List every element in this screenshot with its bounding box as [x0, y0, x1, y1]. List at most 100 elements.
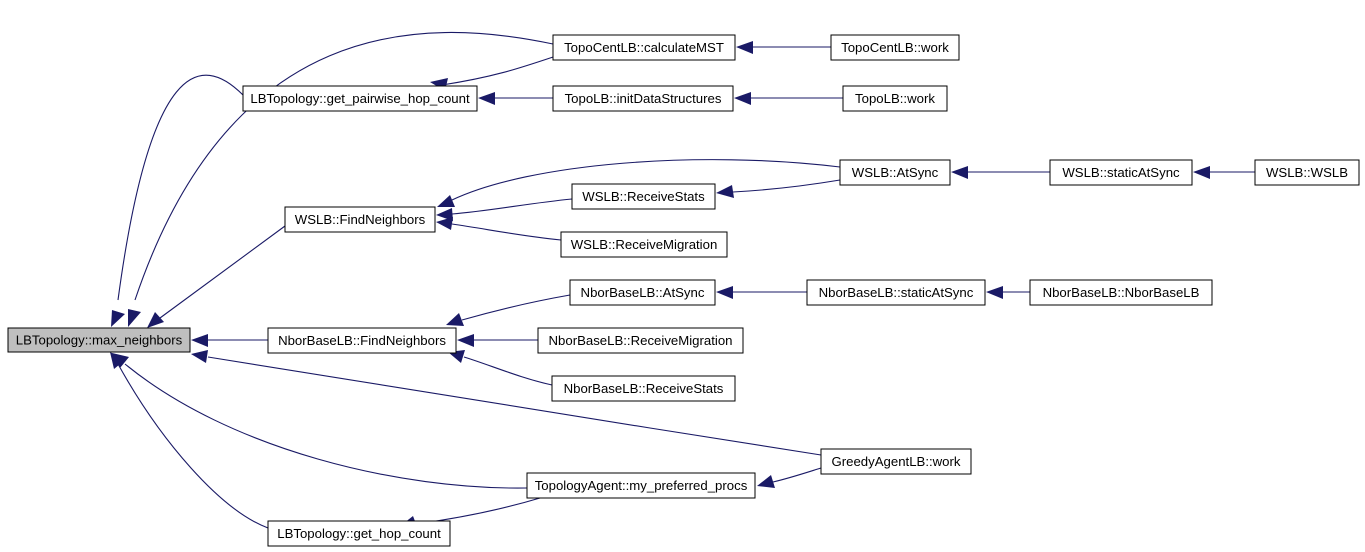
node-initDataStructures[interactable]: TopoLB::initDataStructures [552, 85, 734, 112]
arrowhead-icon [1193, 166, 1210, 179]
node-label: WSLB::ReceiveStats [582, 189, 705, 204]
arrowhead-icon [986, 286, 1003, 299]
node-label: TopoCentLB::work [841, 40, 949, 55]
node-box[interactable] [552, 34, 736, 61]
node-label: WSLB::ReceiveMigration [571, 237, 718, 252]
arrowhead-icon [128, 309, 141, 327]
edge-nbor_staticatsync-to-nbor_atsync [716, 286, 807, 299]
arrowhead-icon [147, 312, 164, 328]
node-box[interactable] [7, 327, 191, 353]
arrowhead-icon [716, 185, 734, 198]
edge-line [461, 294, 571, 321]
node-box[interactable] [1049, 159, 1193, 186]
edges-layer [110, 31, 1255, 529]
node-nbor_ctor[interactable]: NborBaseLB::NborBaseLB [1029, 279, 1213, 306]
node-box[interactable] [806, 279, 986, 306]
edge-wslb_recvstats-to-wslb_find [436, 198, 573, 221]
node-box[interactable] [267, 327, 457, 354]
arrowhead-icon [191, 334, 208, 347]
edge-line [451, 159, 841, 201]
edge-nbor_find-to-max_neighbors [191, 334, 268, 347]
node-box[interactable] [571, 183, 716, 210]
node-nbor_staticatsync[interactable]: NborBaseLB::staticAtSync [806, 279, 986, 306]
edge-line [124, 363, 528, 489]
arrowhead-icon [436, 208, 453, 221]
node-box[interactable] [284, 206, 436, 233]
arrowhead-icon [951, 166, 968, 179]
edge-wslb_find-to-max_neighbors [147, 225, 286, 328]
arrowhead-icon [436, 217, 453, 230]
edge-greedy_work-to-my_preferred_procs [757, 467, 822, 488]
nodes-layer: LBTopology::max_neighborsLBTopology::get… [7, 34, 1360, 547]
node-label: NborBaseLB::ReceiveStats [564, 381, 724, 396]
node-max_neighbors[interactable]: LBTopology::max_neighbors [7, 327, 191, 353]
node-pairwise_hop[interactable]: LBTopology::get_pairwise_hop_count [242, 85, 478, 112]
node-label: WSLB::FindNeighbors [295, 212, 426, 227]
edge-my_preferred_procs-to-max_neighbors [112, 353, 528, 489]
arrowhead-icon [736, 41, 753, 54]
node-nbor_recvstats[interactable]: NborBaseLB::ReceiveStats [551, 375, 736, 402]
node-wslb_recvstats[interactable]: WSLB::ReceiveStats [571, 183, 716, 210]
arrowhead-icon [716, 286, 733, 299]
node-box[interactable] [569, 279, 716, 306]
arrowhead-icon [111, 310, 125, 327]
node-box[interactable] [820, 448, 972, 475]
edge-line [463, 356, 553, 386]
node-label: WSLB::AtSync [852, 165, 939, 180]
edge-line [732, 179, 841, 193]
node-wslb_atsync[interactable]: WSLB::AtSync [839, 159, 951, 186]
node-box[interactable] [839, 159, 951, 186]
node-topocent_work[interactable]: TopoCentLB::work [830, 34, 960, 61]
node-box[interactable] [842, 85, 948, 112]
node-wslb_ctor[interactable]: WSLB::WSLB [1254, 159, 1360, 186]
edge-nbor_atsync-to-nbor_find [446, 294, 571, 326]
node-label: NborBaseLB::AtSync [581, 285, 705, 300]
node-my_preferred_procs[interactable]: TopologyAgent::my_preferred_procs [526, 472, 756, 499]
edge-line [451, 223, 562, 241]
node-wslb_find[interactable]: WSLB::FindNeighbors [284, 206, 436, 233]
node-calculateMST[interactable]: TopoCentLB::calculateMST [552, 34, 736, 61]
edge-topolb_work-to-initDataStructures [734, 92, 843, 105]
edge-line [117, 74, 244, 301]
node-wslb_staticatsync[interactable]: WSLB::staticAtSync [1049, 159, 1193, 186]
node-nbor_atsync[interactable]: NborBaseLB::AtSync [569, 279, 716, 306]
edge-line [441, 56, 554, 86]
node-box[interactable] [560, 231, 728, 258]
edge-wslb_atsync-to-wslb_recvstats [716, 179, 841, 198]
node-wslb_recvmig[interactable]: WSLB::ReceiveMigration [560, 231, 728, 258]
node-box[interactable] [1254, 159, 1360, 186]
edge-line [772, 467, 822, 483]
node-nbor_recvmig[interactable]: NborBaseLB::ReceiveMigration [537, 327, 744, 354]
node-label: NborBaseLB::staticAtSync [819, 285, 974, 300]
node-box[interactable] [242, 85, 478, 112]
edge-wslb_staticatsync-to-wslb_atsync [951, 166, 1050, 179]
arrowhead-icon [457, 334, 474, 347]
node-box[interactable] [526, 472, 756, 499]
node-topolb_work[interactable]: TopoLB::work [842, 85, 948, 112]
node-get_hop_count[interactable]: LBTopology::get_hop_count [267, 520, 451, 547]
edge-wslb_atsync-to-wslb_find [437, 159, 841, 207]
node-box[interactable] [1029, 279, 1213, 306]
node-label: WSLB::WSLB [1266, 165, 1348, 180]
node-box[interactable] [537, 327, 744, 354]
node-greedy_work[interactable]: GreedyAgentLB::work [820, 448, 972, 475]
node-box[interactable] [267, 520, 451, 547]
node-nbor_find[interactable]: NborBaseLB::FindNeighbors [267, 327, 457, 354]
arrowhead-icon [478, 92, 495, 105]
edge-wslb_recvmig-to-wslb_find [436, 217, 562, 241]
node-box[interactable] [551, 375, 736, 402]
edge-line [134, 31, 554, 301]
node-label: WSLB::staticAtSync [1062, 165, 1180, 180]
node-label: TopoCentLB::calculateMST [564, 40, 724, 55]
arrowhead-icon [110, 352, 125, 369]
node-label: NborBaseLB::NborBaseLB [1043, 285, 1200, 300]
edge-nbor_recvmig-to-nbor_find [457, 334, 538, 347]
edge-line [159, 225, 286, 319]
node-label: LBTopology::max_neighbors [16, 332, 183, 347]
edge-line [415, 497, 541, 525]
edge-get_hop_count-to-max_neighbors [110, 352, 269, 529]
node-box[interactable] [830, 34, 960, 61]
node-box[interactable] [552, 85, 734, 112]
